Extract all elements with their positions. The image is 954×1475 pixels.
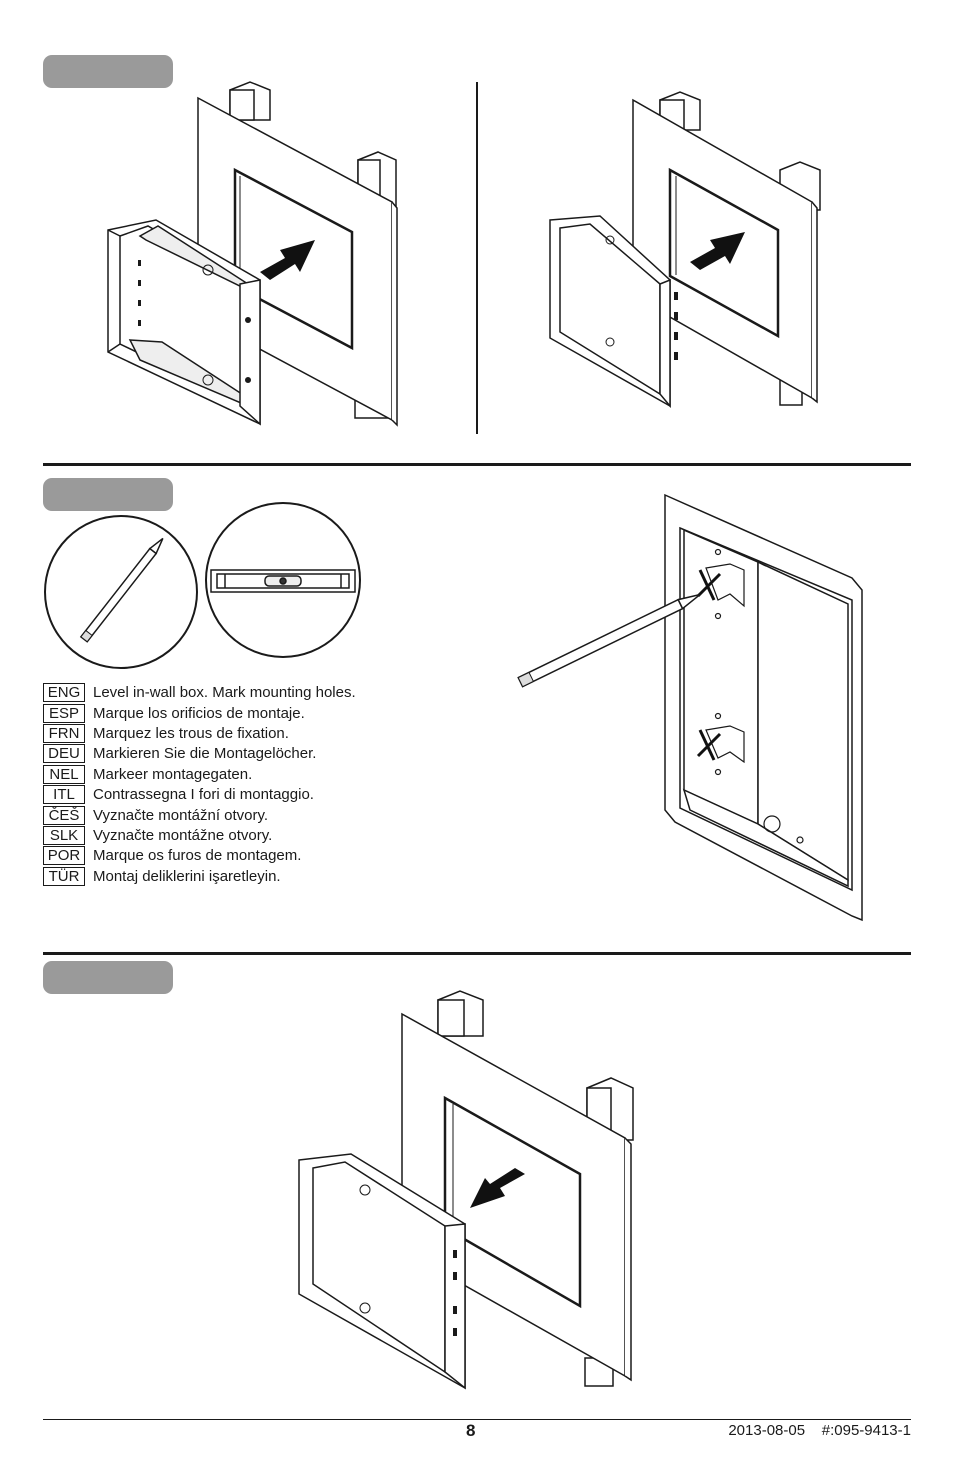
instruction-text: Contrassegna I fori di montaggio.	[93, 786, 314, 804]
tool-callouts	[44, 502, 361, 669]
footer-rule	[43, 1419, 911, 1420]
panel-divider	[476, 82, 478, 434]
instruction-text: Marque os furos de montagem.	[93, 847, 302, 865]
language-code: SLK	[43, 825, 85, 845]
illustration-box-remove	[298, 990, 634, 1390]
step-tab-3	[43, 961, 173, 994]
instruction-row: ENG Level in-wall box. Mark mounting hol…	[43, 683, 356, 703]
section-divider-2	[43, 952, 911, 955]
language-code: ITL	[43, 785, 85, 805]
section-divider-1	[43, 463, 911, 466]
step-tab-2	[43, 478, 173, 511]
illustration-box-insert-right	[549, 91, 821, 409]
language-code: DEU	[43, 744, 85, 764]
instruction-row: ESP Marque los orificios de montaje.	[43, 703, 356, 723]
language-code: ČEŠ	[43, 805, 85, 825]
instruction-table: ENG Level in-wall box. Mark mounting hol…	[43, 683, 356, 887]
x-mark-lower	[696, 729, 722, 761]
x-mark-upper	[696, 569, 722, 601]
page-number: 8	[466, 1421, 476, 1440]
part-number: #:095-9413-1	[821, 1422, 911, 1439]
document-date: 2013-08-05	[728, 1422, 806, 1439]
instruction-text: Montaj deliklerini işaretleyin.	[93, 867, 281, 885]
document-info: 2013-08-05 #:095-9413-1	[728, 1422, 911, 1439]
instruction-row: NEL Markeer montagegaten.	[43, 764, 356, 785]
instruction-text: Marque los orificios de montaje.	[93, 704, 305, 722]
instruction-text: Level in-wall box. Mark mounting holes.	[93, 684, 356, 702]
instruction-row: SLK Vyznačte montážne otvory.	[43, 825, 356, 846]
instruction-row: DEU Markieren Sie die Montagelöcher.	[43, 744, 356, 764]
illustration-box-insert-left	[107, 81, 398, 427]
instruction-text: Vyznačte montážní otvory.	[93, 806, 269, 824]
pencil-icon	[517, 593, 701, 688]
language-code: NEL	[43, 764, 85, 784]
language-code: ESP	[43, 703, 85, 723]
instruction-text: Marquez les trous de fixation.	[93, 724, 289, 742]
instruction-row: TÜR Montaj deliklerini işaretleyin.	[43, 866, 356, 887]
language-code: ENG	[43, 683, 85, 703]
illustration-mark-holes	[517, 493, 863, 922]
pencil-icon	[79, 537, 164, 643]
instruction-row: POR Marque os furos de montagem.	[43, 846, 356, 866]
instruction-row: ČEŠ Vyznačte montážní otvory.	[43, 805, 356, 825]
language-code: TÜR	[43, 866, 85, 886]
instruction-text: Markeer montagegaten.	[93, 765, 253, 783]
instruction-row: ITL Contrassegna I fori di montaggio.	[43, 785, 356, 805]
level-icon	[210, 569, 356, 593]
language-code: POR	[43, 846, 85, 866]
language-code: FRN	[43, 723, 85, 743]
step-tab-1	[43, 55, 173, 88]
instruction-row: FRN Marquez les trous de fixation.	[43, 723, 356, 744]
instruction-text: Markieren Sie die Montagelöcher.	[93, 745, 317, 763]
instruction-text: Vyznačte montážne otvory.	[93, 826, 273, 844]
